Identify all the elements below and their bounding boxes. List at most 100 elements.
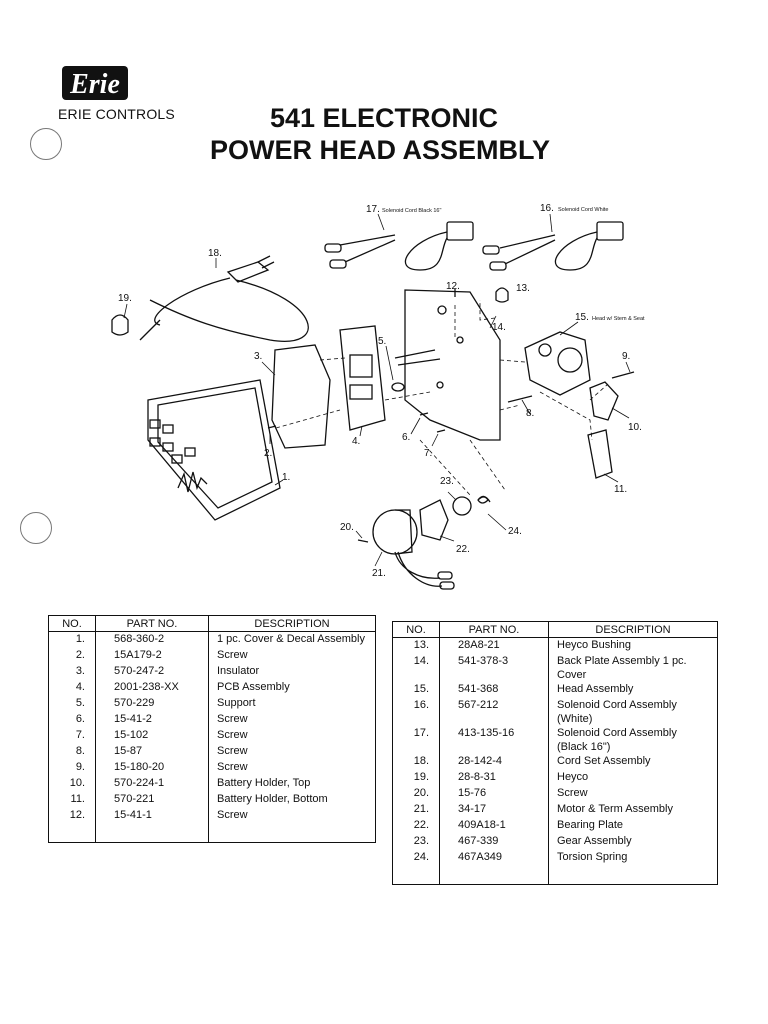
screw-20 bbox=[357, 539, 369, 543]
cell-no: 15. bbox=[392, 682, 440, 698]
col-part-no: PART NO. bbox=[439, 621, 549, 638]
cell-no: 11. bbox=[48, 792, 96, 808]
cell-no: 1. bbox=[48, 631, 96, 648]
heyco-clip bbox=[111, 314, 129, 336]
cell-no: 21. bbox=[392, 802, 440, 818]
cord-set bbox=[139, 255, 309, 342]
cell-description: Head Assembly bbox=[557, 683, 634, 695]
cell-no: 23. bbox=[392, 834, 440, 850]
cell-description: Solenoid Cord Assembly (Black 16") bbox=[549, 726, 718, 754]
title-line-1: 541 ELECTRONIC bbox=[270, 103, 499, 133]
cell-description: PCB Assembly bbox=[217, 681, 290, 693]
callout-14: 14. bbox=[492, 322, 506, 333]
cell-part-no: 409A18-1 bbox=[439, 818, 549, 834]
erie-logo: Erie bbox=[62, 66, 128, 100]
callout-20: 20. bbox=[340, 522, 354, 533]
callout-10: 10. bbox=[628, 422, 642, 433]
battery-holder-top bbox=[589, 381, 619, 421]
back-plate bbox=[394, 289, 501, 441]
cell-no: 12. bbox=[48, 808, 96, 843]
cell-no: 4. bbox=[48, 680, 96, 696]
head-assembly bbox=[524, 331, 591, 396]
battery-holder-bottom bbox=[587, 429, 613, 479]
cell-description: Heyco Bushing bbox=[557, 639, 631, 651]
cell-no: 9. bbox=[48, 760, 96, 776]
title-line-2: POWER HEAD ASSEMBLY bbox=[210, 135, 551, 165]
callout-22: 22. bbox=[456, 544, 470, 555]
callout-1: 1. bbox=[282, 472, 290, 483]
cell-no: 6. bbox=[48, 712, 96, 728]
callout-17: 17. bbox=[366, 204, 380, 215]
cell-part-no: 15-180-20 bbox=[95, 760, 209, 776]
cell-description-line1: Solenoid Cord Assembly bbox=[557, 727, 677, 739]
svg-text:Erie: Erie bbox=[69, 69, 120, 100]
cell-description: Support bbox=[217, 697, 256, 709]
cell-part-no: 15-102 bbox=[95, 728, 209, 744]
callout-6: 6. bbox=[402, 432, 410, 443]
cell-no: 17. bbox=[392, 726, 440, 754]
cell-description-line2: (Black 16") bbox=[557, 741, 611, 753]
callout-5: 5. bbox=[378, 336, 386, 347]
callout-7: 7. bbox=[424, 448, 432, 459]
callout-4: 4. bbox=[352, 436, 360, 447]
cell-part-no: 15-41-1 bbox=[95, 808, 209, 843]
cell-description: Screw bbox=[217, 713, 248, 725]
callout-21: 21. bbox=[372, 568, 386, 579]
leader-lines bbox=[123, 213, 631, 567]
cell-description: Motor & Term Assembly bbox=[557, 803, 673, 815]
cell-no: 18. bbox=[392, 754, 440, 770]
solenoid-cord-black bbox=[324, 221, 474, 271]
cell-part-no: 15-87 bbox=[95, 744, 209, 760]
binder-hole-middle bbox=[20, 512, 52, 544]
cell-description: Screw bbox=[557, 787, 588, 799]
cell-part-no: 2001-238-XX bbox=[95, 680, 209, 696]
gear-assembly bbox=[452, 496, 472, 516]
col-description: DESCRIPTION bbox=[548, 621, 718, 638]
exploded-diagram: 17. Solenoid Cord Black 16" 16. Solenoid… bbox=[111, 203, 645, 590]
callout-8: 8. bbox=[526, 408, 534, 419]
callout-23: 23. bbox=[440, 476, 454, 487]
cell-no: 19. bbox=[392, 770, 440, 786]
cell-part-no: 570-224-1 bbox=[95, 776, 209, 792]
screw-8 bbox=[507, 395, 533, 403]
cell-description: Battery Holder, Bottom bbox=[217, 793, 328, 805]
col-part-no: PART NO. bbox=[95, 615, 209, 632]
cell-description: Back Plate Assembly 1 pc. Cover bbox=[557, 655, 687, 681]
cell-part-no: 568-360-2 bbox=[95, 631, 209, 648]
cell-no: 16. bbox=[392, 698, 440, 726]
support bbox=[391, 382, 405, 392]
cell-no: 5. bbox=[48, 696, 96, 712]
screw-9 bbox=[611, 371, 635, 379]
cell-description: Gear Assembly bbox=[557, 835, 632, 847]
cell-description: Heyco bbox=[557, 771, 589, 783]
col-no: NO. bbox=[392, 621, 440, 638]
table-row: 17.413-135-16 Solenoid Cord Assembly (Blac… bbox=[392, 726, 718, 754]
cell-no: 20. bbox=[392, 786, 440, 802]
motor-assembly bbox=[372, 509, 455, 590]
label-15: Head w/ Stem & Seat bbox=[592, 316, 645, 322]
cell-part-no: 28-142-4 bbox=[439, 754, 549, 770]
cell-description: Bearing Plate bbox=[557, 819, 624, 831]
screw-7 bbox=[436, 429, 446, 433]
cell-part-no: 570-221 bbox=[95, 792, 209, 808]
cell-no: 14. bbox=[392, 654, 440, 682]
page-title: 541 ELECTRONIC POWER HEAD ASSEMBLY bbox=[210, 102, 550, 166]
cell-no: 13. bbox=[392, 637, 440, 654]
cell-part-no: 413-135-16 bbox=[439, 726, 549, 754]
cell-no: 7. bbox=[48, 728, 96, 744]
solenoid-cord-white bbox=[482, 221, 624, 271]
